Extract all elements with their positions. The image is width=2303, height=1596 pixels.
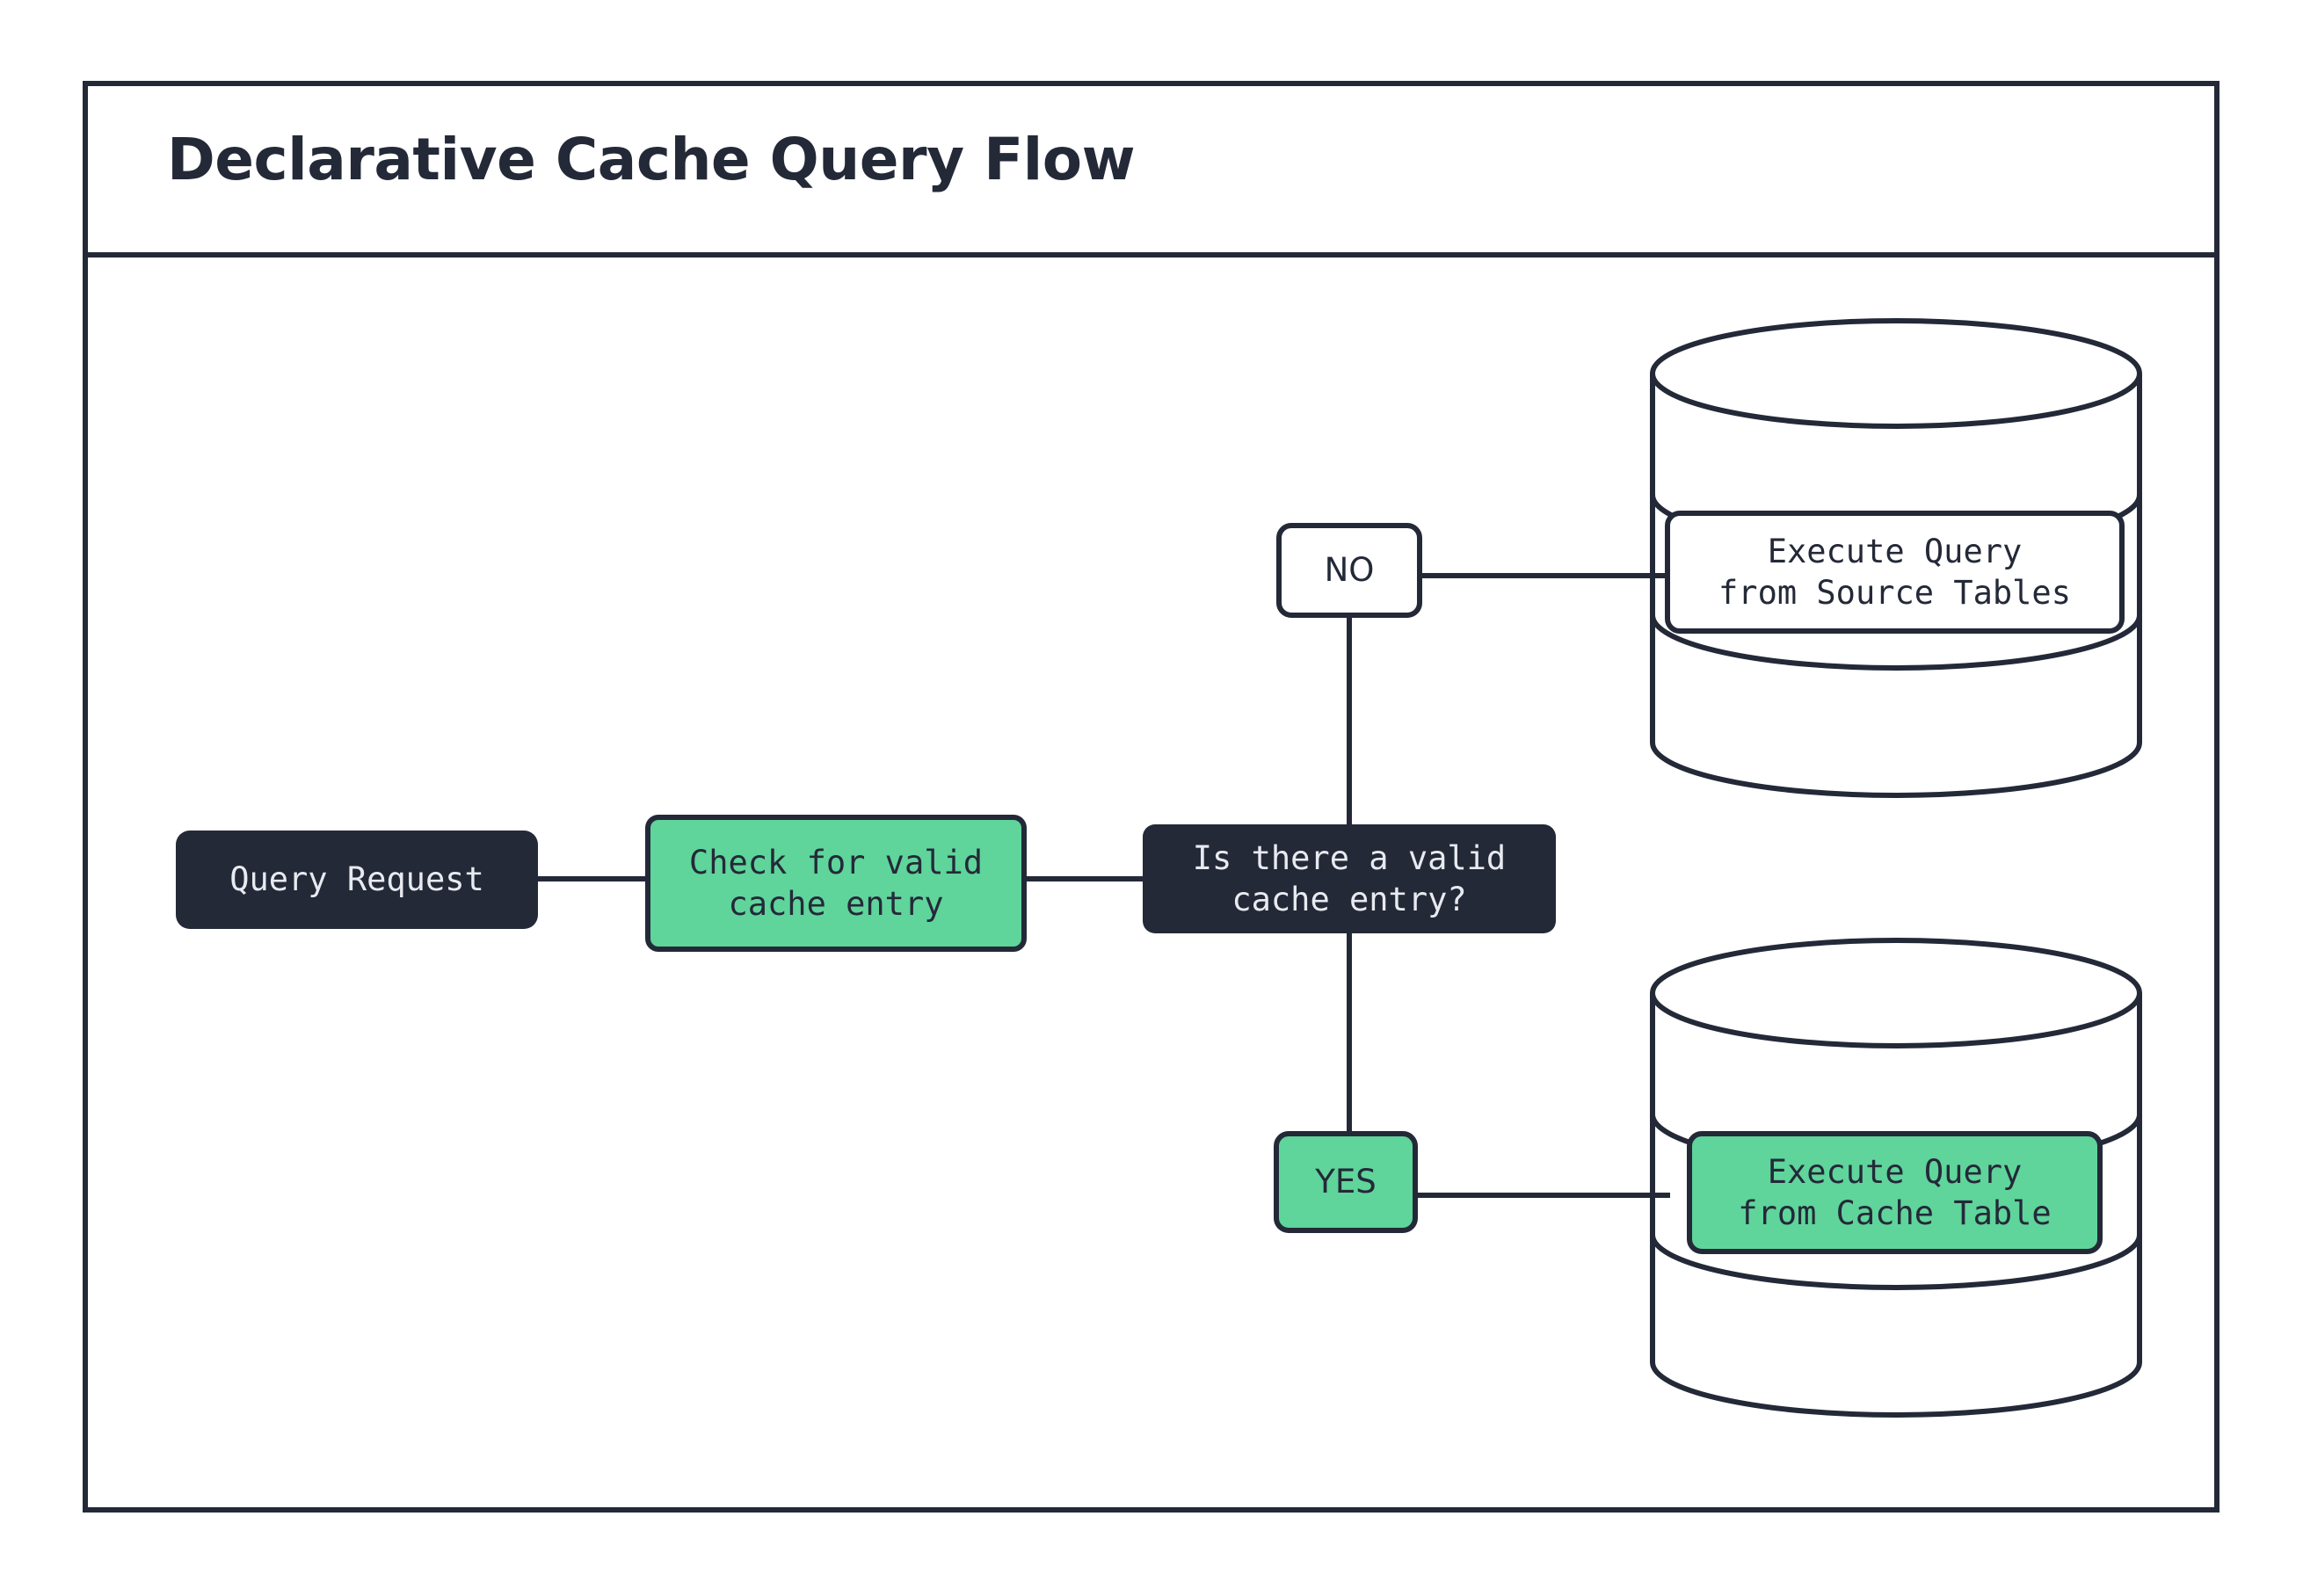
branch-yes-shape xyxy=(1274,1131,1418,1233)
check-cache-node-shape xyxy=(645,815,1027,952)
decision-node-shape xyxy=(1143,824,1556,933)
branch-no-shape xyxy=(1276,523,1422,618)
page-title: Declarative Cache Query Flow xyxy=(167,126,1136,193)
cache-table-label-plate xyxy=(1687,1131,2103,1254)
source-tables-label-plate xyxy=(1665,511,2125,634)
cache-table-database-cylinder xyxy=(1650,938,2142,1418)
connector-lines xyxy=(536,573,1670,1198)
source-tables-database-cylinder xyxy=(1650,318,2142,798)
query-request-node-shape xyxy=(176,831,538,929)
